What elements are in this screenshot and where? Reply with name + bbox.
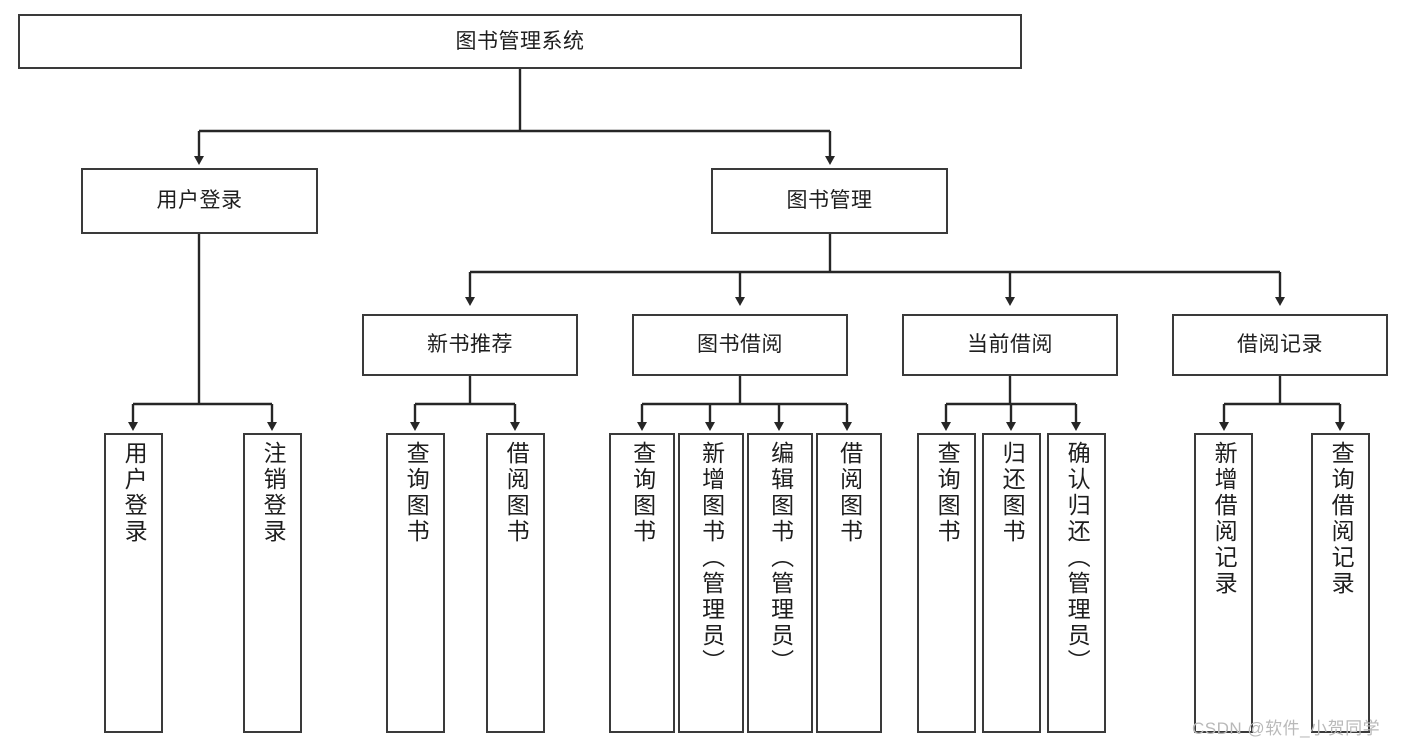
node-label: 当前借阅 — [967, 333, 1053, 357]
node-label: 注销登录 — [260, 441, 287, 545]
node-leaf-confirm-return-admin[interactable]: 确认归还（管理员） — [1047, 433, 1106, 733]
node-leaf-edit-book-admin[interactable]: 编辑图书（管理员） — [747, 433, 813, 733]
node-label: 查询图书 — [934, 441, 961, 545]
node-label: 用户登录 — [121, 441, 148, 545]
node-label: 查询图书 — [629, 441, 656, 545]
node-leaf-add-borrow-record[interactable]: 新增借阅记录 — [1194, 433, 1253, 733]
node-leaf-query-borrow-record[interactable]: 查询借阅记录 — [1311, 433, 1370, 733]
node-label: 用户登录 — [156, 189, 243, 213]
node-root-book-management-system[interactable]: 图书管理系统 — [18, 14, 1022, 69]
node-label: 图书管理系统 — [455, 29, 585, 53]
csdn-watermark: CSDN @软件_小贺同学 — [1192, 719, 1381, 738]
node-borrow-record[interactable]: 借阅记录 — [1172, 314, 1388, 376]
node-label: 确认归还（管理员） — [1064, 441, 1091, 675]
node-leaf-query-book-current[interactable]: 查询图书 — [917, 433, 976, 733]
node-leaf-logout[interactable]: 注销登录 — [243, 433, 302, 733]
node-new-book-recommend[interactable]: 新书推荐 — [362, 314, 578, 376]
node-book-borrow[interactable]: 图书借阅 — [632, 314, 848, 376]
node-label: 编辑图书（管理员） — [767, 441, 794, 675]
node-label: 新书推荐 — [427, 333, 513, 357]
node-current-borrow[interactable]: 当前借阅 — [902, 314, 1118, 376]
node-leaf-query-book-borrow[interactable]: 查询图书 — [609, 433, 675, 733]
node-leaf-borrow-book-recommend[interactable]: 借阅图书 — [486, 433, 545, 733]
node-label: 归还图书 — [999, 441, 1026, 545]
node-label: 借阅图书 — [503, 441, 530, 545]
node-label: 新增图书（管理员） — [698, 441, 725, 675]
node-label: 图书借阅 — [697, 333, 783, 357]
node-label: 新增借阅记录 — [1211, 441, 1238, 597]
node-label: 借阅图书 — [836, 441, 863, 545]
node-leaf-user-login[interactable]: 用户登录 — [104, 433, 163, 733]
node-label: 查询借阅记录 — [1328, 441, 1355, 597]
node-book-management[interactable]: 图书管理 — [711, 168, 948, 234]
node-leaf-query-book-recommend[interactable]: 查询图书 — [386, 433, 445, 733]
node-user-login[interactable]: 用户登录 — [81, 168, 318, 234]
node-leaf-return-book[interactable]: 归还图书 — [982, 433, 1041, 733]
node-leaf-add-book-admin[interactable]: 新增图书（管理员） — [678, 433, 744, 733]
node-label: 查询图书 — [403, 441, 430, 545]
node-leaf-borrow-book[interactable]: 借阅图书 — [816, 433, 882, 733]
node-label: 借阅记录 — [1237, 333, 1323, 357]
node-label: 图书管理 — [786, 189, 873, 213]
